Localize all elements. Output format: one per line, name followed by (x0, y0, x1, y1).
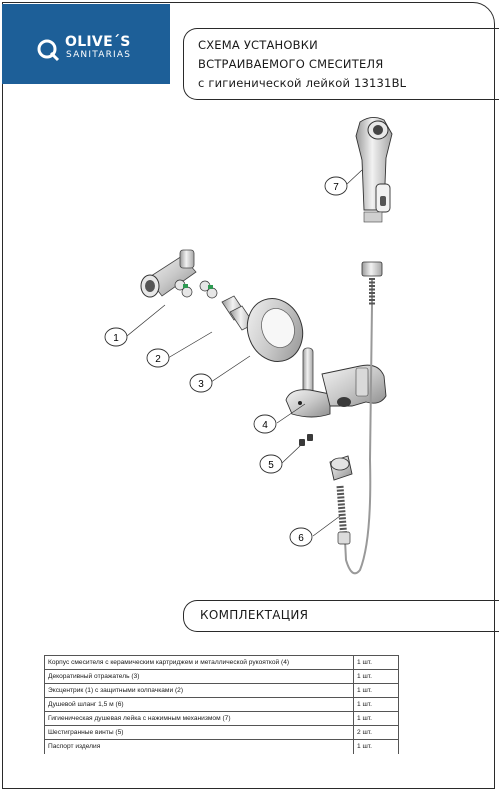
table-row: Шестигранные винты (5) 2 шт. (44, 725, 399, 740)
shower-hose (329, 278, 375, 575)
contents-table: Корпус смесителя с керамическим картридж… (44, 655, 399, 754)
item-description: Шестигранные винты (5) (44, 725, 354, 740)
svg-text:5: 5 (268, 460, 274, 471)
svg-text:6: 6 (298, 533, 304, 544)
item-quantity: 1 шт. (353, 697, 399, 712)
brand-logo: OLIVE´S SANITARIAS (2, 4, 170, 84)
item-description: Корпус смесителя с керамическим картридж… (44, 655, 354, 670)
svg-text:7: 7 (333, 182, 339, 193)
table-row: Паспорт изделия 1 шт. (44, 739, 399, 754)
table-row: Душевой шланг 1,5 м (6) 1 шт. (44, 697, 399, 712)
eccentric-part (140, 249, 218, 299)
item-quantity: 1 шт. (353, 683, 399, 698)
shower-head (355, 117, 393, 277)
installation-diagram: 1 2 3 4 5 6 7 (104, 117, 393, 575)
hex-screws (299, 434, 313, 446)
callout-7: 7 (324, 176, 348, 196)
table-row: Корпус смесителя с керамическим картридж… (44, 655, 399, 670)
callout-3: 3 (189, 373, 213, 393)
table-row: Гигиеническая душевая лейка с нажимным м… (44, 711, 399, 726)
svg-text:2: 2 (155, 354, 161, 365)
item-description: Паспорт изделия (44, 739, 354, 754)
table-row: Эксцентрик (1) с защитными колпачками (2… (44, 683, 399, 698)
item-description: Декоративный отражатель (3) (44, 669, 354, 684)
item-description: Гигиеническая душевая лейка с нажимным м… (44, 711, 354, 726)
callout-2: 2 (146, 348, 170, 368)
callout-1: 1 (104, 327, 128, 347)
item-description: Эксцентрик (1) с защитными колпачками (2… (44, 683, 354, 698)
title-line-2: ВСТРАИВАЕМОГО СМЕСИТЕЛЯ (198, 57, 384, 71)
callout-4: 4 (253, 414, 277, 434)
title-line-1: СХЕМА УСТАНОВКИ (198, 38, 318, 52)
callout-5: 5 (259, 454, 283, 474)
item-quantity: 1 шт. (353, 669, 399, 684)
brand-name: OLIVE´S (65, 34, 131, 50)
document-title: СХЕМА УСТАНОВКИ ВСТРАИВАЕМОГО СМЕСИТЕЛЯ … (183, 28, 499, 100)
svg-text:1: 1 (113, 333, 119, 344)
item-quantity: 1 шт. (353, 739, 399, 754)
table-row: Декоративный отражатель (3) 1 шт. (44, 669, 399, 684)
svg-text:3: 3 (198, 379, 204, 390)
callout-6: 6 (289, 527, 313, 547)
item-quantity: 1 шт. (353, 711, 399, 726)
svg-text:4: 4 (262, 420, 268, 431)
section-heading: КОМПЛЕКТАЦИЯ (183, 600, 499, 632)
item-quantity: 1 шт. (353, 655, 399, 670)
olive-logo-icon (37, 39, 60, 62)
decorative-reflector (246, 298, 304, 362)
item-description: Душевой шланг 1,5 м (6) (44, 697, 354, 712)
item-quantity: 2 шт. (353, 725, 399, 740)
title-line-3: с гигиенической лейкой 13131BL (198, 76, 407, 90)
brand-subtitle: SANITARIAS (66, 50, 132, 60)
